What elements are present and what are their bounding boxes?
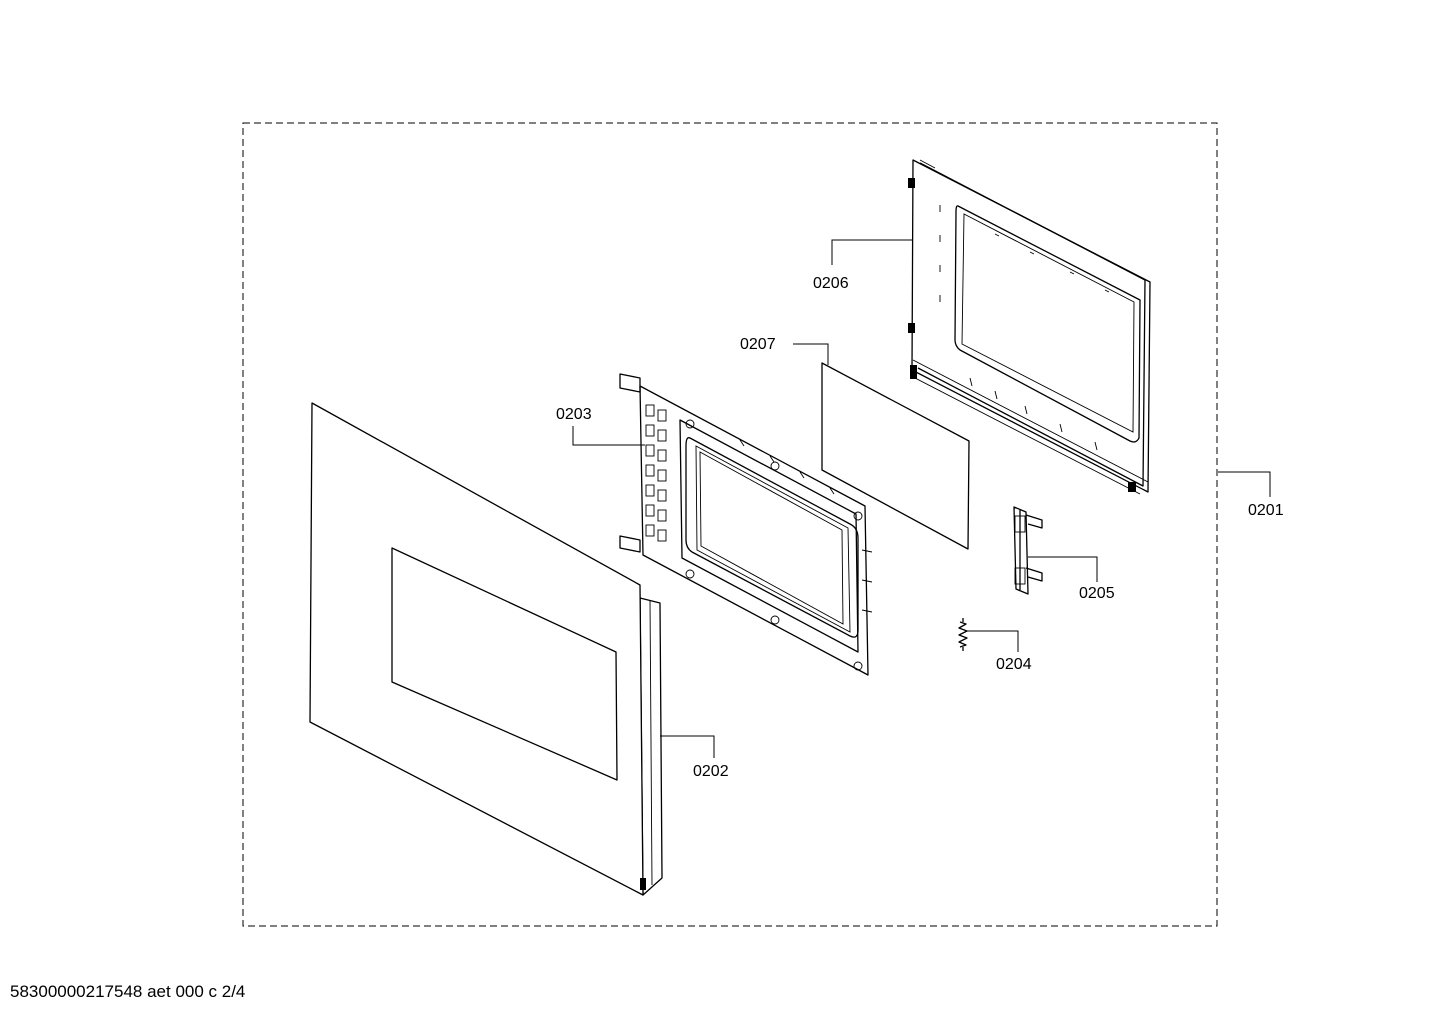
part-0205-hinge: [1013, 506, 1043, 595]
part-0204-spring: [958, 618, 968, 651]
part-0206-door-frame: [908, 159, 1151, 495]
drawing-reference: 58300000217548 aet 000 c 2/4: [10, 982, 246, 1001]
callout-0206: 0206: [813, 275, 849, 292]
leader-lines: [572, 239, 1271, 758]
assembly-boundary: [242, 122, 1218, 927]
part-0202-door-panel: [309, 402, 663, 896]
callout-0201: 0201: [1248, 502, 1284, 519]
part-0207-glass-panel: [821, 362, 970, 550]
callout-0202: 0202: [693, 763, 729, 780]
callout-0204: 0204: [996, 656, 1032, 673]
callout-0205: 0205: [1079, 585, 1115, 602]
callout-0203: 0203: [556, 406, 592, 423]
part-0203-inner-frame: [619, 373, 873, 676]
callout-0207: 0207: [740, 336, 776, 353]
